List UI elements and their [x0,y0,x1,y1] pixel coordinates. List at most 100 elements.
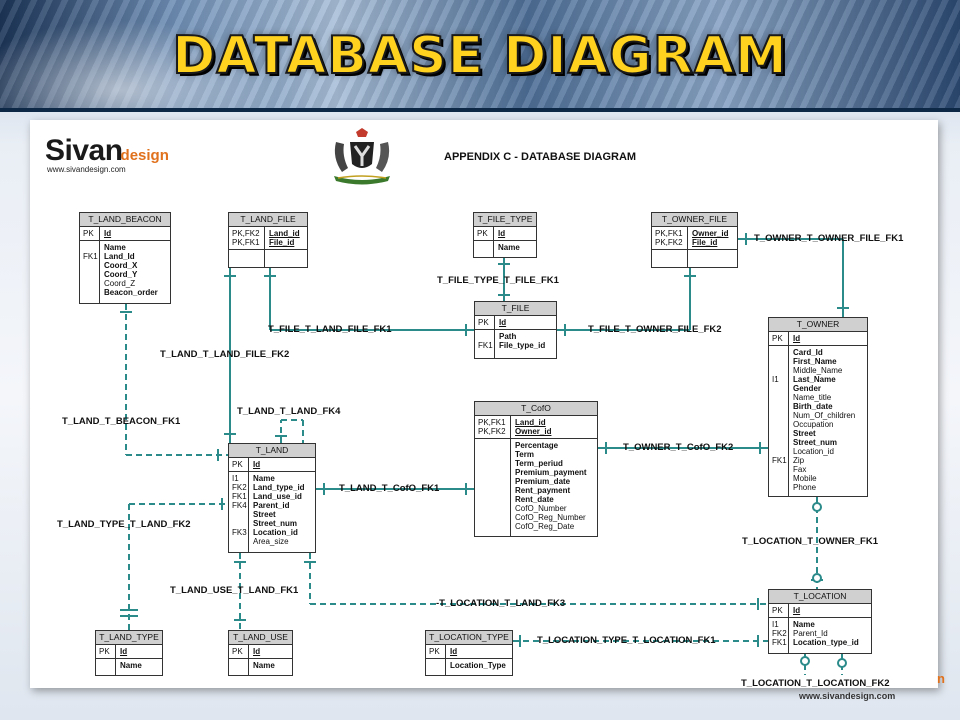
table-field: Land_Id [104,252,135,261]
table-field: Location_id [793,447,834,456]
table-field: Street_num [793,438,838,447]
table-header: T_LOCATION [769,590,871,604]
table-field: Fax [793,465,807,474]
table-field: Location_id [253,528,298,537]
field-column: Name [494,241,536,257]
field-column: Id [789,604,871,617]
table-field: Parent_id [253,501,290,510]
table-field: Name [104,243,126,252]
table-field: Num_Of_children [793,411,856,420]
relation-label: T_LAND_USE_T_LAND_FK1 [170,585,299,596]
field-column: Id [249,645,292,658]
table-field: Id [104,229,112,238]
key-column: PK [80,227,100,240]
table-field: Owner_id [692,229,729,238]
table-header: T_CofO [475,402,597,416]
table-field: Area_size [253,537,289,546]
table-field: Name [253,661,275,670]
banner-rule [0,108,960,112]
relation-label: T_OWNER_T_OWNER_FILE_FK1 [754,233,904,244]
field-column [265,250,307,267]
relation-label: T_FILE_T_LAND_FILE_FK1 [268,324,392,335]
relation-label: T_LOCATION_T_OWNER_FK1 [742,536,879,547]
table-field: First_Name [793,357,837,366]
appendix-title: APPENDIX C - DATABASE DIAGRAM [444,151,637,163]
table-field: Name_title [793,393,832,402]
table-header: T_LAND_FILE [229,213,307,227]
table-field: Id [253,460,261,469]
table-field: File_type_id [499,341,546,350]
relation-label: T_LAND_TYPE_T_LAND_FK2 [57,519,191,530]
table-field: Coord_Z [104,279,136,288]
key-column [229,659,249,675]
banner-title: DATABASE DIAGRAM [171,25,788,87]
table-field: Name [120,661,142,670]
key-column [474,241,494,257]
key-column: FK1 [475,330,495,358]
table-field: Name [253,474,275,483]
table-field: Term_periud [515,459,563,468]
key-column: PK [426,645,446,658]
field-column: Id [446,645,512,658]
table-field: Path [499,332,517,341]
table-field: Land_id [515,418,546,427]
key-column: PK [769,604,789,617]
field-column: Id [100,227,170,240]
key-column: PK [229,645,249,658]
table-field: Mobile [793,474,817,483]
table-field: Owner_id [515,427,552,436]
table-field: CofO_Reg_Date [515,522,575,531]
table-field: Id [499,318,507,327]
field-column: Id [494,227,536,240]
table-field: Street [253,510,276,519]
field-column: Name [249,659,292,675]
footer-url: www.sivandesign.com [799,691,896,701]
table-field: Location_Type [450,661,506,670]
table-header: T_OWNER_FILE [652,213,737,227]
table-field: File_id [692,238,718,247]
coat-of-arms-icon [334,128,390,185]
key-column: PK [96,645,116,658]
relation-label: T_LAND_T_BEACON_FK1 [62,416,181,427]
key-column: PK [474,227,494,240]
relation-label: T_OWNER_T_CofO_FK2 [623,442,734,453]
relation-label: -T_LOCATION_T_LAND_FK3 [436,598,566,609]
table-field: Rent_date [515,495,554,504]
logo-main-text: Sivan [45,134,123,167]
primary-key-section: PK Id [80,227,170,241]
relation-label: T_LAND_T_LAND_FK4 [237,406,341,417]
logo-sub-text: design [120,147,169,164]
table-field: Zip [793,456,805,465]
relation-label: T_LOCATION_T_LOCATION_FK2 [741,678,890,689]
field-column [688,250,737,267]
relation-label: T_LAND_T_LAND_FILE_FK2 [160,349,290,360]
key-column: I1 FK2 FK1 FK4 FK3 [229,472,249,552]
